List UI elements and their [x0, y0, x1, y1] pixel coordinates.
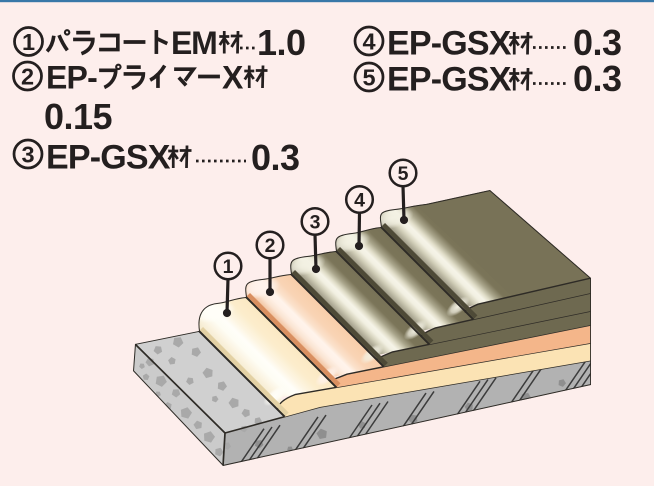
svg-text:EP-GSX: EP-GSX: [387, 25, 512, 63]
svg-text:0.3: 0.3: [251, 137, 300, 178]
svg-text:2: 2: [265, 235, 276, 257]
svg-text:3: 3: [21, 141, 34, 167]
svg-text:0.3: 0.3: [573, 22, 622, 63]
svg-text:4: 4: [354, 190, 365, 212]
svg-text:2: 2: [21, 63, 34, 89]
svg-text:X: X: [222, 60, 244, 96]
svg-text:5: 5: [362, 64, 375, 90]
svg-text:3: 3: [310, 212, 321, 234]
svg-text:1.0: 1.0: [257, 22, 306, 63]
svg-text:0.15: 0.15: [44, 96, 113, 137]
svg-text:EM: EM: [171, 25, 217, 61]
svg-text:EP-GSX: EP-GSX: [387, 61, 512, 99]
svg-text:5: 5: [398, 163, 409, 185]
svg-text:1: 1: [223, 256, 234, 278]
svg-text:0.3: 0.3: [573, 58, 622, 99]
svg-text:4: 4: [362, 28, 375, 54]
svg-text:1: 1: [22, 29, 35, 55]
svg-text:EP-: EP-: [46, 60, 97, 96]
svg-text:EP-GSX: EP-GSX: [46, 139, 171, 177]
